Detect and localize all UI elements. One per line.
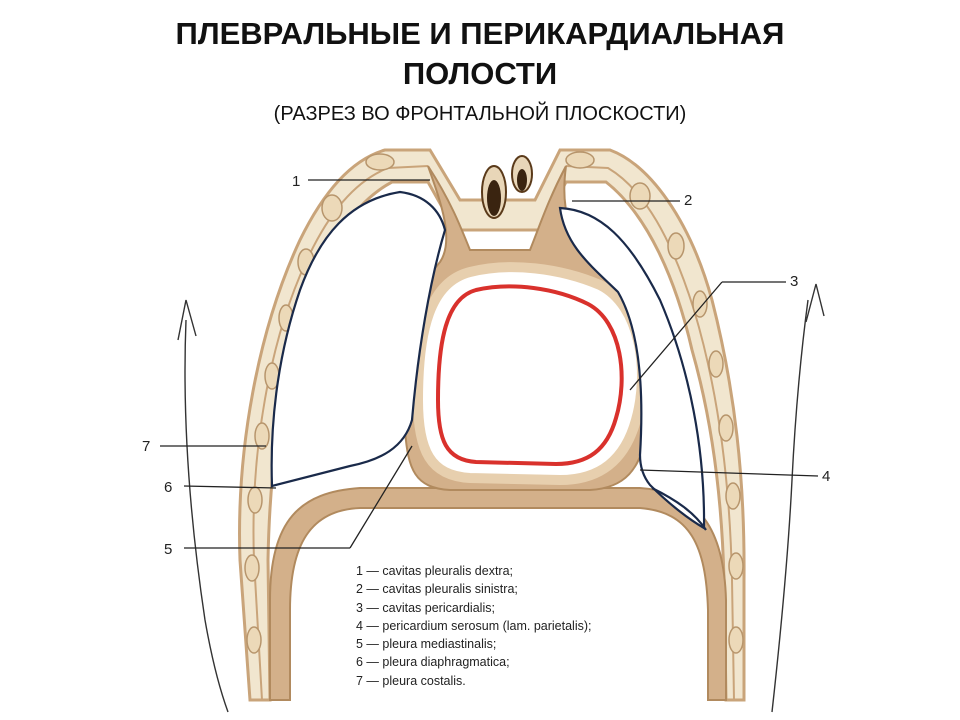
legend-item-1: 1 — cavitas pleuralis dextra; <box>356 564 514 578</box>
great-vessels <box>481 155 533 219</box>
legend-item-7: 7 — pleura costalis. <box>356 673 466 688</box>
label-2: 2 <box>684 192 692 209</box>
leader-4 <box>639 469 819 477</box>
arrow-right <box>805 283 825 323</box>
leader-3 <box>629 281 723 391</box>
body-outline-right <box>771 299 809 713</box>
leader-6 <box>183 485 277 489</box>
legend-item-6: 6 — pleura diaphragmatica; <box>356 655 510 670</box>
left-pleural-cavity <box>558 206 706 530</box>
body-outline-left <box>184 319 229 713</box>
label-6: 6 <box>164 479 172 496</box>
page-title: ПЛЕВРАЛЬНЫЕ И ПЕРИКАРДИАЛЬНАЯ ПОЛОСТИ <box>0 14 960 94</box>
label-1: 1 <box>292 173 300 190</box>
label-4: 4 <box>822 468 830 485</box>
legend-item-5: 5 — pleura mediastinalis; <box>356 637 497 652</box>
arrow-left <box>177 299 197 341</box>
right-pleural-cavity <box>270 190 447 488</box>
title-line-2: ПОЛОСТИ <box>402 56 558 91</box>
pericardium-serous-layer <box>435 284 624 467</box>
left-costodiaphragmatic-recess <box>651 487 707 531</box>
legend-item-2: 2 — cavitas pleuralis sinistra; <box>356 582 518 597</box>
label-3: 3 <box>790 273 798 290</box>
title-line-1: ПЛЕВРАЛЬНЫЕ И ПЕРИКАРДИАЛЬНАЯ <box>175 16 785 51</box>
label-5: 5 <box>164 541 172 558</box>
legend-item-4: 4 — pericardium serosum (lam. parietalis… <box>356 618 592 633</box>
pericardial-cavity <box>412 262 647 486</box>
leader-5b <box>349 445 413 549</box>
label-7: 7 <box>142 438 150 455</box>
leader-lines <box>160 179 819 549</box>
page-subtitle: (РАЗРЕЗ ВО ФРОНТАЛЬНОЙ ПЛОСКОСТИ) <box>273 103 687 125</box>
legend-item-3: 3 — cavitas pericardialis; <box>356 600 495 615</box>
legend: 1 — cavitas pleuralis dextra; 2 — cavita… <box>356 562 592 690</box>
